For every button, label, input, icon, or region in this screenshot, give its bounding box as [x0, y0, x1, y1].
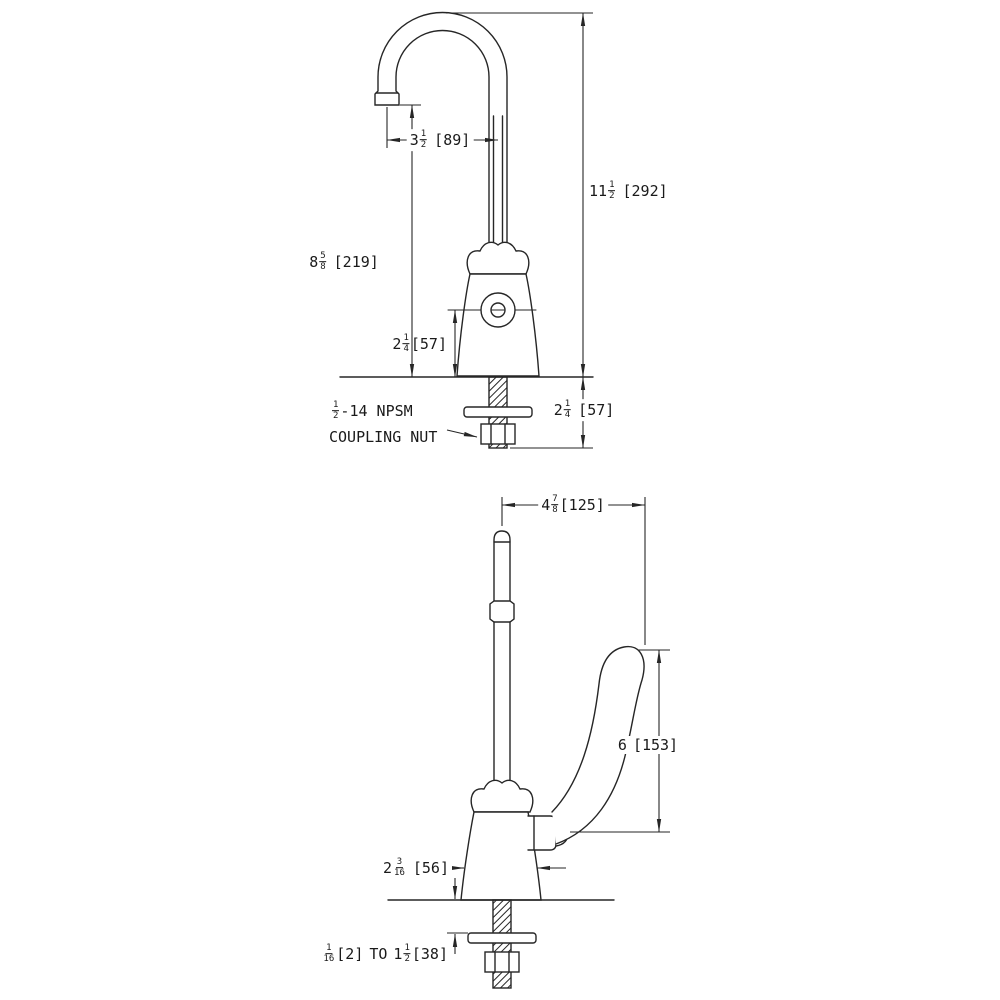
dim-mm: [38]: [411, 945, 448, 963]
coupling-nut-front: [480, 423, 516, 445]
dim-mm: [153]: [632, 736, 679, 754]
dim-value: 1: [393, 945, 403, 963]
bonnet-scallop: [466, 241, 530, 275]
dim-value: 11: [589, 182, 608, 200]
note-text: COUPLING NUT: [329, 428, 438, 446]
joiner-text: TO: [369, 945, 388, 963]
spout-tube-lower: [493, 621, 511, 783]
leader-coupling-nut: [446, 429, 478, 438]
washer-front: [463, 406, 533, 418]
spout-collar: [489, 600, 515, 623]
handle-hub: [527, 815, 557, 851]
dim-handle-length: 6 [153]: [614, 736, 682, 754]
dim-mm: [57]: [410, 335, 447, 353]
front-view-dimensions: [386, 12, 593, 449]
dim-mm: [125]: [559, 496, 605, 514]
coupling-nut-note-line2: COUPLING NUT: [329, 428, 437, 446]
dim-mm: [89]: [434, 131, 471, 149]
dim-value: 2: [392, 335, 402, 353]
dim-mm: [56]: [412, 859, 449, 877]
note-text: -14 NPSM: [340, 402, 413, 420]
wrist-blade-handle: [551, 645, 645, 845]
washer-side: [467, 932, 537, 944]
dim-value: 3: [409, 131, 419, 149]
shank-threads-side: [492, 899, 512, 989]
bonnet-scallop-side: [470, 779, 534, 813]
spout-tube: [493, 530, 511, 602]
dim-mm: [57]: [578, 401, 615, 419]
dim-value: 6: [617, 736, 627, 754]
dim-value: 4: [541, 496, 551, 514]
side-view: [387, 530, 645, 989]
dim-value: 2: [383, 859, 393, 877]
front-view: [339, 11, 594, 449]
dim-value: 2: [553, 401, 563, 419]
dim-value: 8: [309, 253, 319, 271]
coupling-nut-side: [484, 951, 520, 973]
dim-mm: [2]: [336, 945, 364, 963]
dim-mm: [292]: [622, 182, 668, 200]
dim-mm: [219]: [333, 253, 379, 271]
gooseneck-spout: [374, 11, 508, 251]
